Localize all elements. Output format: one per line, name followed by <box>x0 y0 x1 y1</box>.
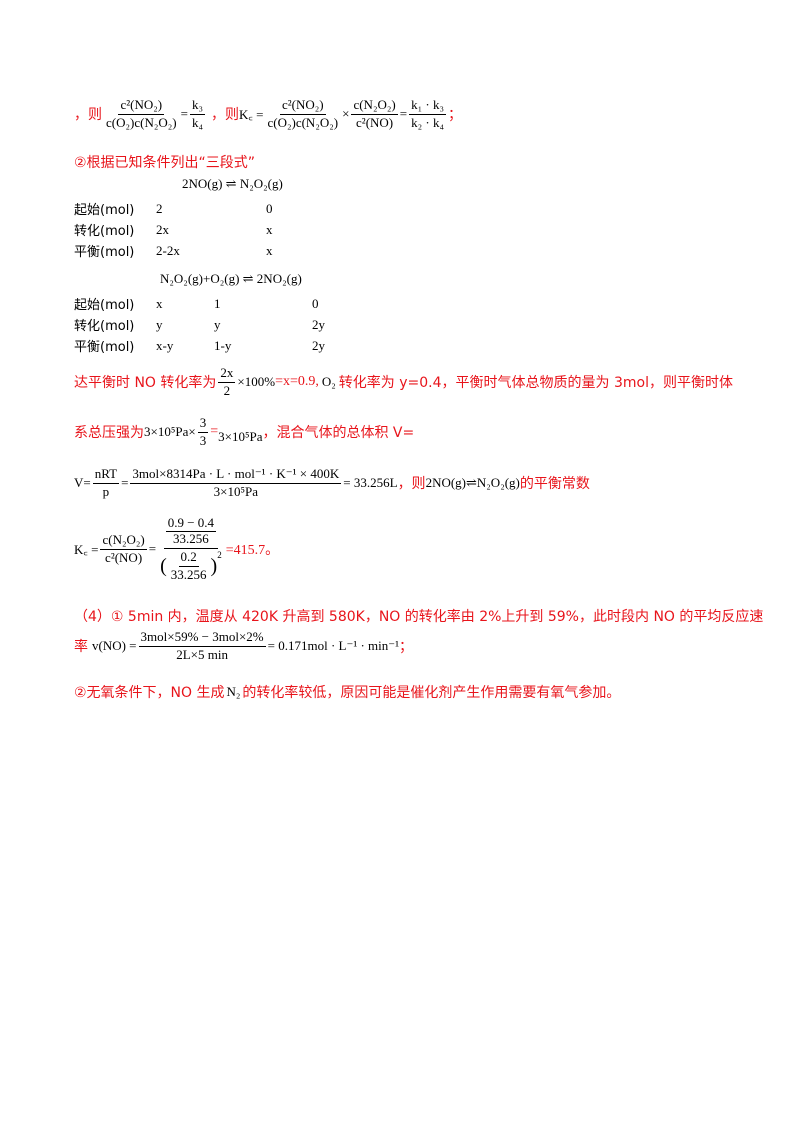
fraction-2x-over-2: 2x 2 <box>218 365 236 398</box>
fraction-kc-1: c²(NO₂) c(O₂)c(N₂O₂) <box>267 97 339 130</box>
paragraph-volume: V= nRT p = 3mol×8314Pa · L · mol⁻¹ · K⁻¹… <box>74 466 590 499</box>
paragraph-equilibrium-constant: K꜀ = c(N₂O₂) c²(NO) = 0.9 − 0.4 33.256 (… <box>74 515 280 582</box>
text-ze-2: ，则 <box>211 107 240 124</box>
fraction-rate-calc: 3mol×59% − 3mol×2% 2L×5 min <box>138 629 266 662</box>
paragraph-conversion-rate: 达平衡时 NO 转化率为 2x 2 ×100% =x=0.9, O₂ 转化率为 … <box>74 365 733 398</box>
fraction-inner: 0.2 33.256 <box>170 548 207 582</box>
table2-grid: 起始(mol) x 1 0 转化(mol) y y 2y 平衡(mol) x-y… <box>74 293 325 356</box>
table-row: 起始(mol) x 1 0 <box>74 295 319 314</box>
paragraph-anaerobic-note: ②无氧条件下，NO 生成 N₂ 的转化率较低，原因可能是催化剂产生作用需要有氧气… <box>74 684 621 701</box>
step2-title: ②根据已知条件列出“三段式” <box>74 155 256 171</box>
text-ze: ，则 <box>74 107 102 124</box>
fraction-volume-calc: 3mol×8314Pa · L · mol⁻¹ · K⁻¹ × 400K 3×1… <box>130 466 342 499</box>
fraction-kc-2: c(N₂O₂) c²(NO) <box>351 97 398 130</box>
table2: 起始(mol) x 1 0 转化(mol) y y 2y 平衡(mol) x-y… <box>74 293 325 356</box>
table-row: 起始(mol) 2 0 <box>74 200 273 219</box>
table1-grid: 起始(mol) 2 0 转化(mol) 2x x 平衡(mol) 2-2x x <box>74 198 273 261</box>
table-row: 平衡(mol) 2-2x x <box>74 242 273 261</box>
table-row: 平衡(mol) x-y 1-y 2y <box>74 337 325 356</box>
fraction-nrt-over-p: nRT p <box>92 466 120 499</box>
paragraph-total-pressure: 系总压强为 3×10⁵Pa× 3 3 = 3×10⁵Pa ，混合气体的总体积 V… <box>74 415 415 448</box>
table1-reaction: 2NO(g) ⇌ N₂O₂(g) <box>182 176 283 191</box>
table-row: 转化(mol) y y 2y <box>74 316 325 335</box>
equation-line-1: ，则 c²(NO₂) c(O₂)c(N₂O₂) = k₃ k₄ ，则 K꜀ = … <box>74 97 462 130</box>
table-row: 转化(mol) 2x x <box>74 221 273 240</box>
fraction-k-ratio: k₁ · k₃ k₂ · k₄ <box>409 97 446 130</box>
fraction-k3-k4: k₃ k₄ <box>189 97 206 130</box>
fraction-3-over-3: 3 3 <box>197 415 209 448</box>
fraction-kc-def: c(N₂O₂) c²(NO) <box>100 531 147 565</box>
paragraph-part4-rate: 率 v(NO) = 3mol×59% − 3mol×2% 2L×5 min = … <box>74 629 414 662</box>
kc-label: K꜀ = <box>239 107 264 123</box>
table2-reaction: N₂O₂(g)+O₂(g) ⇌ 2NO₂(g) <box>160 271 302 286</box>
table1: 起始(mol) 2 0 转化(mol) 2x x 平衡(mol) 2-2x x <box>74 198 273 261</box>
paragraph-part4-line1: （4）① 5min 内，温度从 420K 升高到 580K，NO 的转化率由 2… <box>74 609 764 625</box>
fraction-kc-numeric: 0.9 − 0.4 33.256 ( 0.2 33.256 ) 2 <box>160 515 222 582</box>
fraction-no2-ratio: c²(NO₂) c(O₂)c(N₂O₂) <box>106 97 177 130</box>
